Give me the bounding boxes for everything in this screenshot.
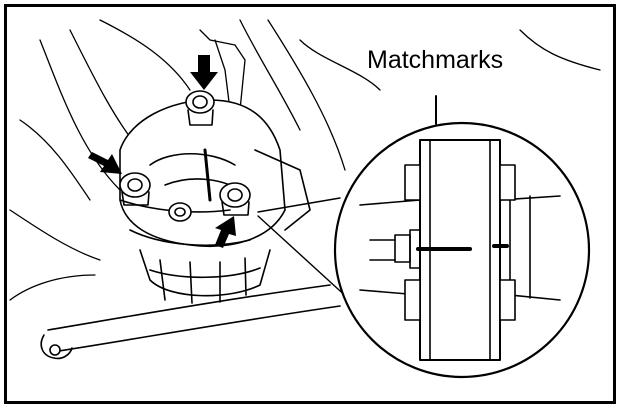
bolt-left: [119, 172, 151, 206]
magnified-detail: [333, 95, 591, 379]
arrows: [88, 55, 236, 248]
lower-arm: [40, 284, 341, 360]
flange-housing: [119, 99, 311, 304]
arrow-right-icon: [88, 152, 122, 174]
bolt-top: [185, 90, 215, 126]
bolt-right: [219, 182, 251, 216]
bolt-lower: [168, 202, 192, 222]
arrow-down-icon: [190, 55, 218, 90]
matchmarks-label: Matchmarks: [367, 46, 504, 74]
arrow-up-icon: [215, 216, 236, 248]
callout-leaders: [257, 197, 351, 301]
chassis-sketch: [9, 19, 601, 301]
